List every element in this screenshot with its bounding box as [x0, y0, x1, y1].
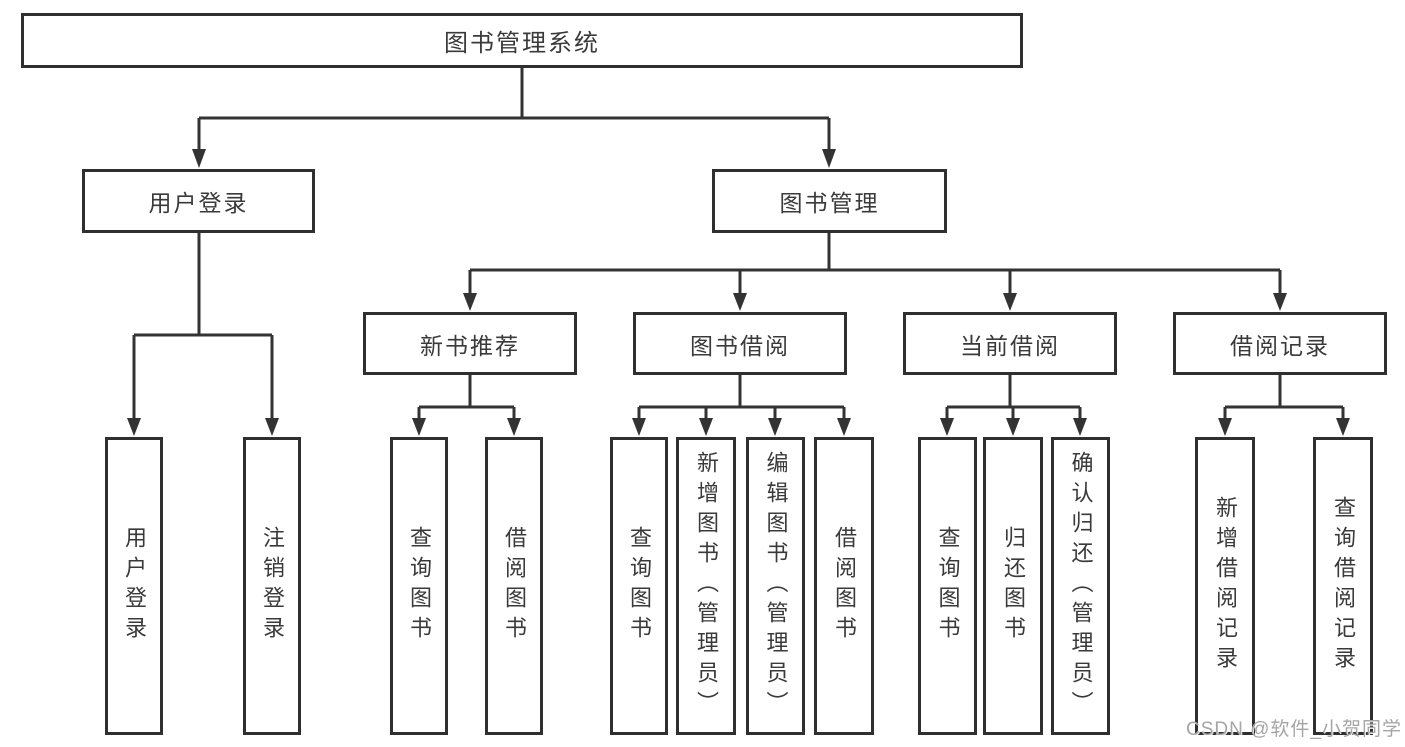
leaf-return-book: 归还图书 — [983, 437, 1043, 735]
leaf-query-book-3: 查询图书 — [918, 437, 977, 735]
node-user-login-label: 用户登录 — [148, 190, 249, 216]
arrowhead-icon — [940, 418, 954, 436]
connector-current-borrow-children — [940, 375, 1087, 436]
arrowhead-icon — [1218, 418, 1232, 436]
connector-book-management-children — [463, 233, 1287, 311]
connector-root-to-level2 — [192, 68, 836, 168]
leaf-add-borrow-record: 新增借阅记录 — [1195, 437, 1255, 735]
arrowhead-icon — [733, 293, 747, 311]
arrowhead-icon — [822, 149, 836, 168]
leaf-confirm-return-admin: 确认归还（管理员） — [1051, 437, 1110, 735]
leaf-add-borrow-record-label: 新增借阅记录 — [1213, 496, 1238, 676]
leaf-query-book-2-label: 查询图书 — [627, 526, 652, 646]
arrowhead-icon — [699, 418, 713, 436]
arrowhead-icon — [768, 418, 782, 436]
leaf-query-book-2: 查询图书 — [610, 437, 668, 735]
arrowhead-icon — [192, 149, 206, 168]
leaf-query-book-1-label: 查询图书 — [407, 526, 432, 646]
arrowhead-icon — [1003, 293, 1017, 311]
connector-book-borrow-children — [632, 375, 851, 436]
arrowhead-icon — [1273, 293, 1287, 311]
leaf-edit-book-admin: 编辑图书（管理员） — [746, 437, 805, 735]
leaf-borrow-book-2-label: 借阅图书 — [832, 526, 857, 646]
arrowhead-icon — [1006, 418, 1020, 436]
node-borrow-record-label: 借阅记录 — [1230, 332, 1330, 359]
connector-user-login-children — [127, 233, 279, 436]
connector-borrow-record-children — [1218, 375, 1350, 436]
leaf-query-borrow-record: 查询借阅记录 — [1313, 437, 1373, 735]
arrowhead-icon — [507, 418, 521, 436]
leaf-confirm-return-admin-label: 确认归还（管理员） — [1068, 451, 1094, 721]
arrowhead-icon — [463, 293, 477, 311]
arrowhead-icon — [127, 418, 141, 436]
node-new-book-recommend-label: 新书推荐 — [420, 332, 520, 359]
arrowhead-icon — [632, 418, 646, 436]
leaf-borrow-book-2: 借阅图书 — [814, 437, 874, 735]
node-borrow-record: 借阅记录 — [1173, 312, 1387, 375]
node-new-book-recommend: 新书推荐 — [363, 312, 577, 375]
leaf-borrow-book-1: 借阅图书 — [485, 437, 543, 735]
node-book-management: 图书管理 — [712, 169, 947, 233]
node-current-borrow: 当前借阅 — [903, 312, 1117, 375]
leaf-logout-label: 注销登录 — [260, 526, 285, 646]
node-book-management-label: 图书管理 — [779, 190, 880, 216]
leaf-query-book-1: 查询图书 — [390, 437, 448, 735]
leaf-add-book-admin: 新增图书（管理员） — [676, 437, 736, 735]
csdn-watermark: CSDN @软件_小贺同学 — [1186, 719, 1402, 740]
leaf-edit-book-admin-label: 编辑图书（管理员） — [763, 451, 789, 721]
leaf-return-book-label: 归还图书 — [1001, 526, 1026, 646]
leaf-query-borrow-record-label: 查询借阅记录 — [1331, 496, 1356, 676]
node-root-label: 图书管理系统 — [444, 30, 600, 57]
connector-new-book-children — [412, 375, 521, 436]
node-root: 图书管理系统 — [21, 13, 1023, 68]
node-book-borrow-label: 图书借阅 — [690, 332, 790, 359]
node-user-login: 用户登录 — [82, 169, 315, 233]
arrowhead-icon — [1073, 418, 1087, 436]
leaf-user-login: 用户登录 — [105, 437, 163, 735]
leaf-query-book-3-label: 查询图书 — [935, 526, 961, 646]
node-current-borrow-label: 当前借阅 — [960, 332, 1060, 359]
arrowhead-icon — [412, 418, 426, 436]
arrowhead-icon — [1336, 418, 1350, 436]
leaf-add-book-admin-label: 新增图书（管理员） — [694, 451, 719, 721]
leaf-logout: 注销登录 — [243, 437, 301, 735]
arrowhead-icon — [265, 418, 279, 436]
node-book-borrow: 图书借阅 — [633, 312, 847, 375]
leaf-borrow-book-1-label: 借阅图书 — [502, 526, 527, 646]
leaf-user-login-label: 用户登录 — [122, 526, 147, 646]
arrowhead-icon — [837, 418, 851, 436]
